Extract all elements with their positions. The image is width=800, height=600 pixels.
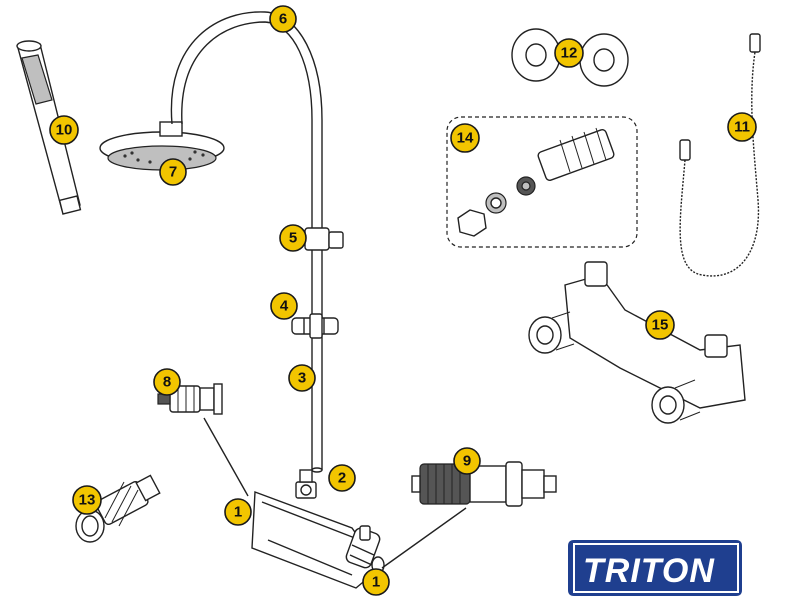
callout-badge: 2 [328,464,356,492]
svg-text:9: 9 [463,453,471,470]
logo-background [568,540,742,596]
shower-hose [679,33,761,277]
arched-riser-arm [170,11,323,230]
svg-text:4: 4 [280,298,289,315]
callout-badge: 14 [450,123,480,153]
handset-holder [291,313,339,339]
thermostatic-cartridge [411,461,557,507]
svg-text:11: 11 [734,119,750,136]
fixed-shower-head [99,121,225,171]
wall-inlet [75,474,161,543]
svg-text:5: 5 [289,230,297,247]
svg-text:2: 2 [338,470,346,487]
cover-plates [511,28,629,87]
rail-bracket [304,227,344,251]
callout-badge: 12 [554,38,584,68]
diverter-valve [295,469,317,499]
logo-text: TRITON [583,552,715,590]
callout-badge: 9 [453,447,481,475]
svg-text:14: 14 [457,130,474,147]
callout-badge: 3 [288,364,316,392]
svg-text:1: 1 [234,504,242,521]
callout-badge: 4 [270,292,298,320]
leader-lines [203,417,467,569]
callout-badge: 15 [645,310,675,340]
svg-text:13: 13 [79,492,96,509]
callout-badge: 1 [362,568,390,596]
svg-text:3: 3 [298,370,306,387]
callout-badge: 10 [49,115,79,145]
callout-badge: 8 [153,368,181,396]
bar-mixer-valve [251,491,385,589]
flow-cartridge [157,383,223,415]
callout-badge: 13 [72,485,102,515]
callout-badge: 11 [727,112,757,142]
callout-badges: 1 1 2 3 4 5 6 7 8 9 10 1 [49,5,757,596]
svg-text:10: 10 [56,122,73,139]
svg-text:12: 12 [561,45,578,62]
callout-badge: 7 [159,158,187,186]
svg-text:15: 15 [652,317,669,334]
callout-badge: 1 [224,498,252,526]
strainer-kit [446,116,638,248]
svg-text:7: 7 [169,164,177,181]
callout-badge: 6 [269,5,297,33]
riser-rail [311,250,323,473]
triton-logo: TRITON [568,540,742,596]
mounting-bar [528,261,746,424]
shower-handset [16,40,82,215]
callout-badge: 5 [279,224,307,252]
svg-text:1: 1 [372,574,380,591]
svg-text:8: 8 [163,374,171,391]
svg-text:6: 6 [279,11,287,28]
